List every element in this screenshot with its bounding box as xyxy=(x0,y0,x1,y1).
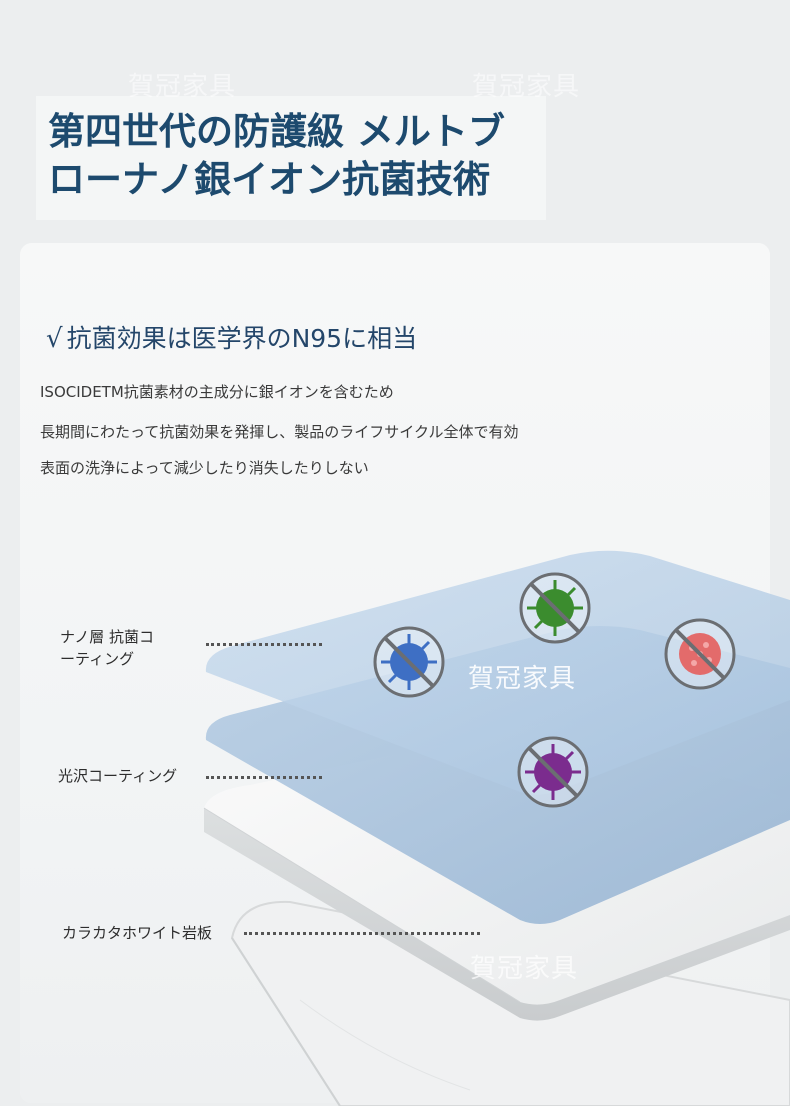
page-title: 第四世代の防護級 メルトブ ローナノ銀イオン抗菌技術 xyxy=(36,96,546,220)
no-virus-icon-red xyxy=(664,618,736,690)
leader-line-gloss xyxy=(206,776,322,779)
description-line-2: 長期間にわたって抗菌効果を発揮し、製品のライフサイクル全体で有効 xyxy=(40,423,519,441)
no-virus-icon-purple xyxy=(517,736,589,808)
feature-heading: √抗菌効果は医学界のN95に相当 xyxy=(46,319,417,355)
no-virus-icon-blue xyxy=(373,626,445,698)
label-gloss-coating: 光沢コーティング xyxy=(58,767,178,785)
label-nano-coating-line-1: ナノ層 抗菌コ xyxy=(60,628,155,646)
watermark-bottom: 賀冠家具 xyxy=(470,954,579,984)
watermark-top-left: 賀冠家具 xyxy=(128,72,237,102)
page-title-line-1: 第四世代の防護級 メルトブ xyxy=(48,110,505,153)
page-title-line-2: ローナノ銀イオン抗菌技術 xyxy=(48,158,491,201)
watermark-center: 賀冠家具 xyxy=(468,664,577,694)
nano-coating-layer xyxy=(205,550,790,795)
feature-heading-text: 抗菌効果は医学界のN95に相当 xyxy=(66,324,418,353)
leader-line-nano xyxy=(206,643,322,646)
label-stone-slab: カラカタホワイト岩板 xyxy=(62,924,213,942)
label-nano-coating: ナノ層 抗菌コ ーティング xyxy=(60,626,154,670)
leader-line-slab xyxy=(244,932,480,935)
check-icon: √ xyxy=(46,324,63,354)
label-nano-coating-line-2: ーティング xyxy=(60,650,135,668)
description-line-3: 表面の洗浄によって減少したり消失したりしない xyxy=(40,459,369,477)
no-virus-icon-green xyxy=(519,572,591,644)
watermark-top-right: 賀冠家具 xyxy=(472,72,581,102)
description-line-1: ISOCIDETM抗菌素材の主成分に銀イオンを含むため xyxy=(40,383,394,401)
